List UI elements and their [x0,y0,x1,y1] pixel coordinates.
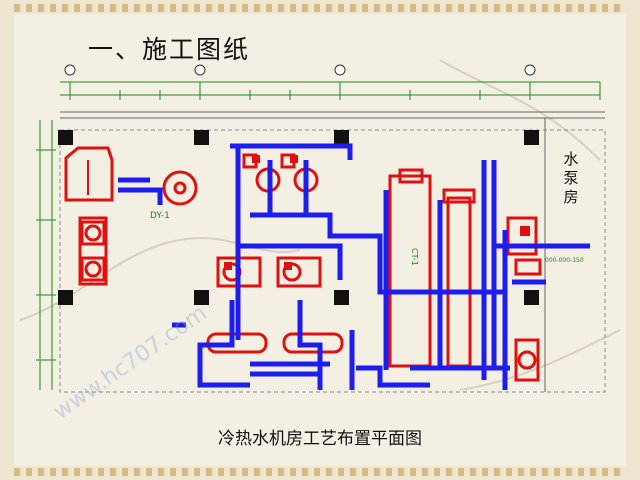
top-border-pattern [14,4,626,12]
drawing-caption: 冷热水机房工艺布置平面图 [218,429,422,449]
equipment-tag-ct1: CT-1 [410,248,419,266]
equipment-tag-dy1: DY-1 [150,211,170,221]
bottom-border-pattern [14,468,626,476]
pipe-fittings [224,155,530,270]
grid-axis-markers [64,64,536,76]
structural-columns [58,130,539,305]
slide-title: 一、施工图纸 [88,35,251,64]
dimension-lines [36,81,606,393]
piping-blue [118,143,590,390]
watermark: www.hc707.com [49,301,212,425]
pipe-note: 000-000-150 [545,257,584,264]
pump-room-label: 水泵房 [563,150,579,206]
